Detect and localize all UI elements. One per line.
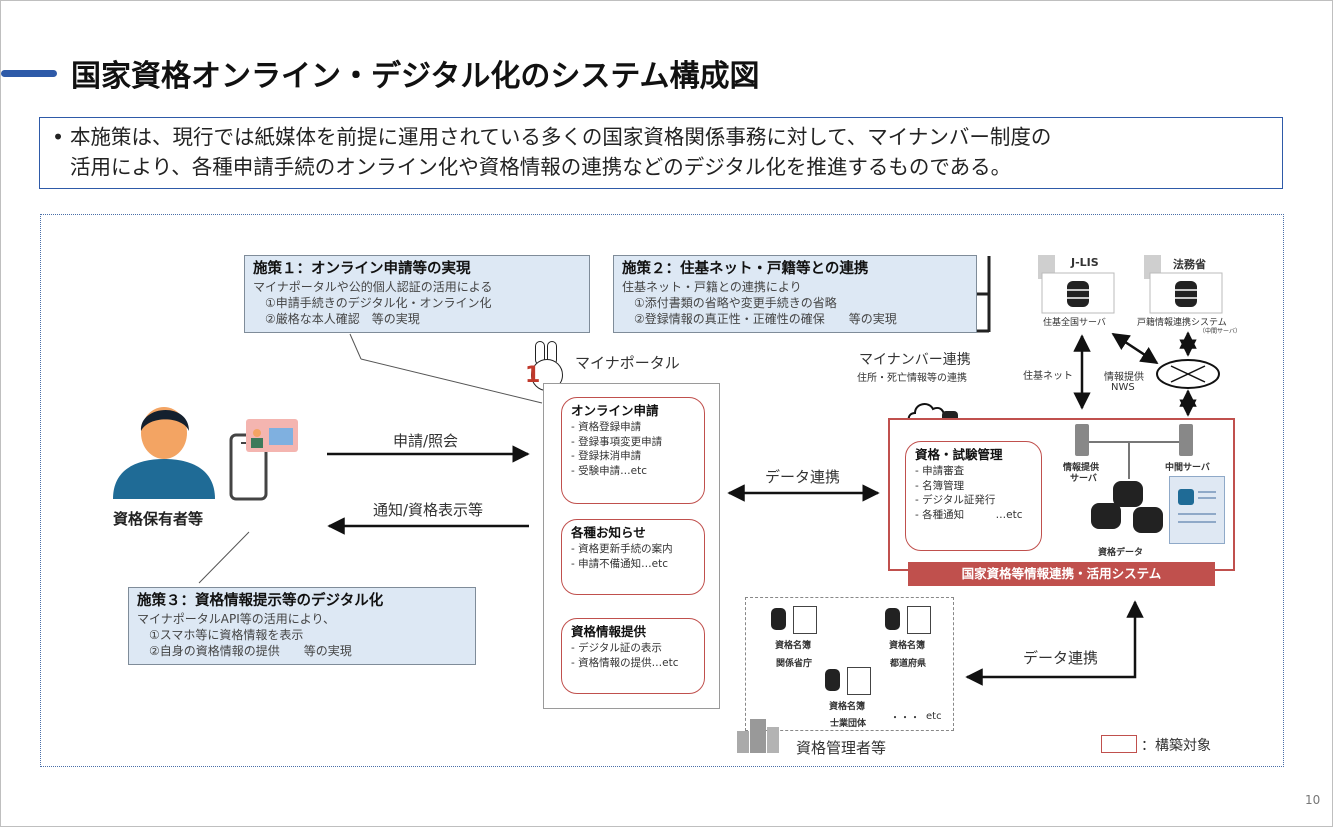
box-heading: オンライン申請 [571, 403, 659, 418]
jlis-server-label: 住基全国サーバ [1043, 318, 1106, 328]
network-router-icon [1156, 359, 1220, 389]
registry-label: 資格名簿 [889, 641, 926, 651]
managers-etc: etc [926, 711, 942, 722]
box-item: - 資格更新手続の案内 [571, 543, 673, 555]
managers-ellipsis: ・・・ [890, 713, 920, 724]
server-link-line-2 [1128, 441, 1130, 479]
box-heading: 資格情報提供 [571, 624, 647, 639]
lead-line-1: 本施策は、現行では紙媒体を前提に運用されている多くの国家資格関係事務に対して、マ… [70, 125, 1052, 149]
server-icon [1179, 424, 1193, 456]
policy1-line: マイナポータルや公的個人認証の活用による [253, 280, 493, 294]
box-item: - 各種通知 …etc [915, 508, 1023, 521]
lead-bullet: • [52, 125, 65, 149]
registry-icon [879, 606, 937, 634]
info-server-label-2: サーバ [1070, 474, 1097, 484]
policy2-box: 施策２：住基ネット・戸籍等との連携 住基ネット・戸籍との連携により ①添付書類の… [613, 255, 977, 333]
online-application-box: オンライン申請 - 資格登録申請 - 登録事項変更申請 - 登録抹消申請 - 受… [561, 397, 705, 504]
office-buildings-icon [737, 719, 781, 753]
notify-label: 通知/資格表示等 [373, 501, 484, 519]
registry-icon [765, 606, 823, 634]
moj-label: 法務省 [1173, 258, 1206, 271]
nws-label-1: 情報提供 [1104, 372, 1144, 383]
qualification-info-box: 資格情報提供 - デジタル証の表示 - 資格情報の提供…etc [561, 618, 705, 694]
policy1-callout-line [349, 333, 362, 360]
box-item: - 受験申請…etc [571, 464, 647, 477]
policy2-heading: 施策２：住基ネット・戸籍等との連携 [622, 261, 869, 277]
data-link-label: データ連携 [765, 468, 841, 486]
policy1-box: 施策１：オンライン申請等の実現 マイナポータルや公的個人認証の活用による ①申請… [244, 255, 590, 333]
policy2-line: ①添付書類の省略や変更手続きの省略 [622, 296, 837, 310]
policy3-callout-line [198, 531, 250, 584]
policy3-line: マイナポータルAPI等の活用により、 [137, 612, 336, 626]
holder-label: 資格保有者等 [113, 510, 204, 528]
lead-box: • 本施策は、現行では紙媒体を前提に運用されている多くの国家資格関係事務に対して… [39, 117, 1283, 189]
policy2-line: 住基ネット・戸籍との連携により [622, 280, 802, 294]
registry-label: 資格名簿 [775, 641, 812, 651]
mynumber-link-sub: 住所・死亡情報等の連携 [857, 373, 967, 384]
policy3-line: ①スマホ等に資格情報を表示 [137, 628, 304, 642]
digital-certificate-icon [1169, 476, 1225, 544]
policy1-line: ①申請手続きのデジタル化・オンライン化 [253, 296, 492, 310]
system-name-bar: 国家資格等情報連携・活用システム [908, 562, 1215, 586]
policy3-heading: 施策３：資格情報提示等のデジタル化 [137, 593, 384, 609]
box-item: - 申請審査 [915, 465, 965, 477]
nws-label-2: NWS [1111, 382, 1135, 393]
group-professional-bodies: 士業団体 [830, 719, 867, 729]
data-link-arrow-2 [965, 600, 1144, 686]
box-heading: 各種お知らせ [571, 525, 646, 540]
diagram-frame [40, 214, 1284, 767]
exam-management-box: 資格・試験管理 - 申請審査 - 名簿管理 - デジタル証発行 - 各種通知 …… [905, 441, 1042, 551]
legend-label: ：構築対象 [1141, 738, 1211, 754]
portal-title: マイナポータル [575, 354, 680, 372]
box-item: - 名簿管理 [915, 479, 965, 492]
notifications-box: 各種お知らせ - 資格更新手続の案内 - 申請不備通知…etc [561, 519, 705, 595]
box-item: - 申請不備通知…etc [571, 557, 668, 570]
person-icon [113, 407, 215, 499]
legend-swatch [1101, 735, 1137, 753]
server-link-line [1081, 441, 1189, 443]
box-item: - デジタル証発行 [915, 494, 996, 506]
data-label: 資格データ [1098, 548, 1144, 558]
juki-net-label: 住基ネット [1023, 371, 1073, 382]
box-item: - 登録事項変更申請 [571, 435, 663, 448]
box-item: - デジタル証の表示 [571, 642, 662, 654]
title-accent-bar [1, 70, 57, 77]
data-link-label-2: データ連携 [1023, 649, 1099, 667]
database-stack-icon [1089, 481, 1165, 543]
group-prefectures: 都道府県 [890, 659, 927, 669]
info-server-label-1: 情報提供 [1063, 463, 1100, 473]
moj-server-sub: （中間サーバ） [1199, 328, 1241, 335]
box-item: - 資格登録申請 [571, 421, 642, 433]
policy3-line: ②自身の資格情報の提供 等の実現 [137, 644, 352, 658]
mid-server-label: 中間サーバ [1165, 463, 1210, 473]
mynumber-link-label: マイナンバー連携 [859, 352, 971, 368]
registry-label: 資格名簿 [829, 702, 866, 712]
lead-line-2: 活用により、各種申請手続のオンライン化や資格情報の連携などのデジタル化を推進する… [70, 155, 1012, 179]
box-item: - 資格情報の提供…etc [571, 656, 679, 669]
server-icon [1075, 424, 1089, 456]
jlis-label: J-LIS [1071, 256, 1099, 269]
page-number: 10 [1305, 793, 1321, 807]
database-icon-jlis [1067, 281, 1089, 307]
policy1-callout-line-2 [360, 358, 543, 404]
page-title: 国家資格オンライン・デジタル化のシステム構成図 [71, 59, 760, 94]
mascot-badge: 1 [525, 363, 541, 388]
box-heading: 資格・試験管理 [915, 447, 1003, 462]
box-item: - 登録抹消申請 [571, 450, 642, 462]
apply-label: 申請/照会 [393, 432, 459, 450]
policy1-heading: 施策１：オンライン申請等の実現 [253, 261, 471, 277]
mynumber-card-icon [246, 419, 298, 452]
database-icon-moj [1175, 281, 1197, 307]
jlis-nws-arrow [1111, 332, 1159, 365]
policy1-line: ②厳格な本人確認 等の実現 [253, 312, 420, 326]
group-ministries: 関係省庁 [776, 659, 813, 669]
policy2-line: ②登録情報の真正性・正確性の確保 等の実現 [622, 312, 897, 326]
registry-icon [819, 667, 877, 695]
policy3-box: 施策３：資格情報提示等のデジタル化 マイナポータルAPI等の活用により、 ①スマ… [128, 587, 476, 665]
managers-label: 資格管理者等 [796, 739, 887, 757]
moj-server-label: 戸籍情報連携システム [1137, 318, 1227, 328]
